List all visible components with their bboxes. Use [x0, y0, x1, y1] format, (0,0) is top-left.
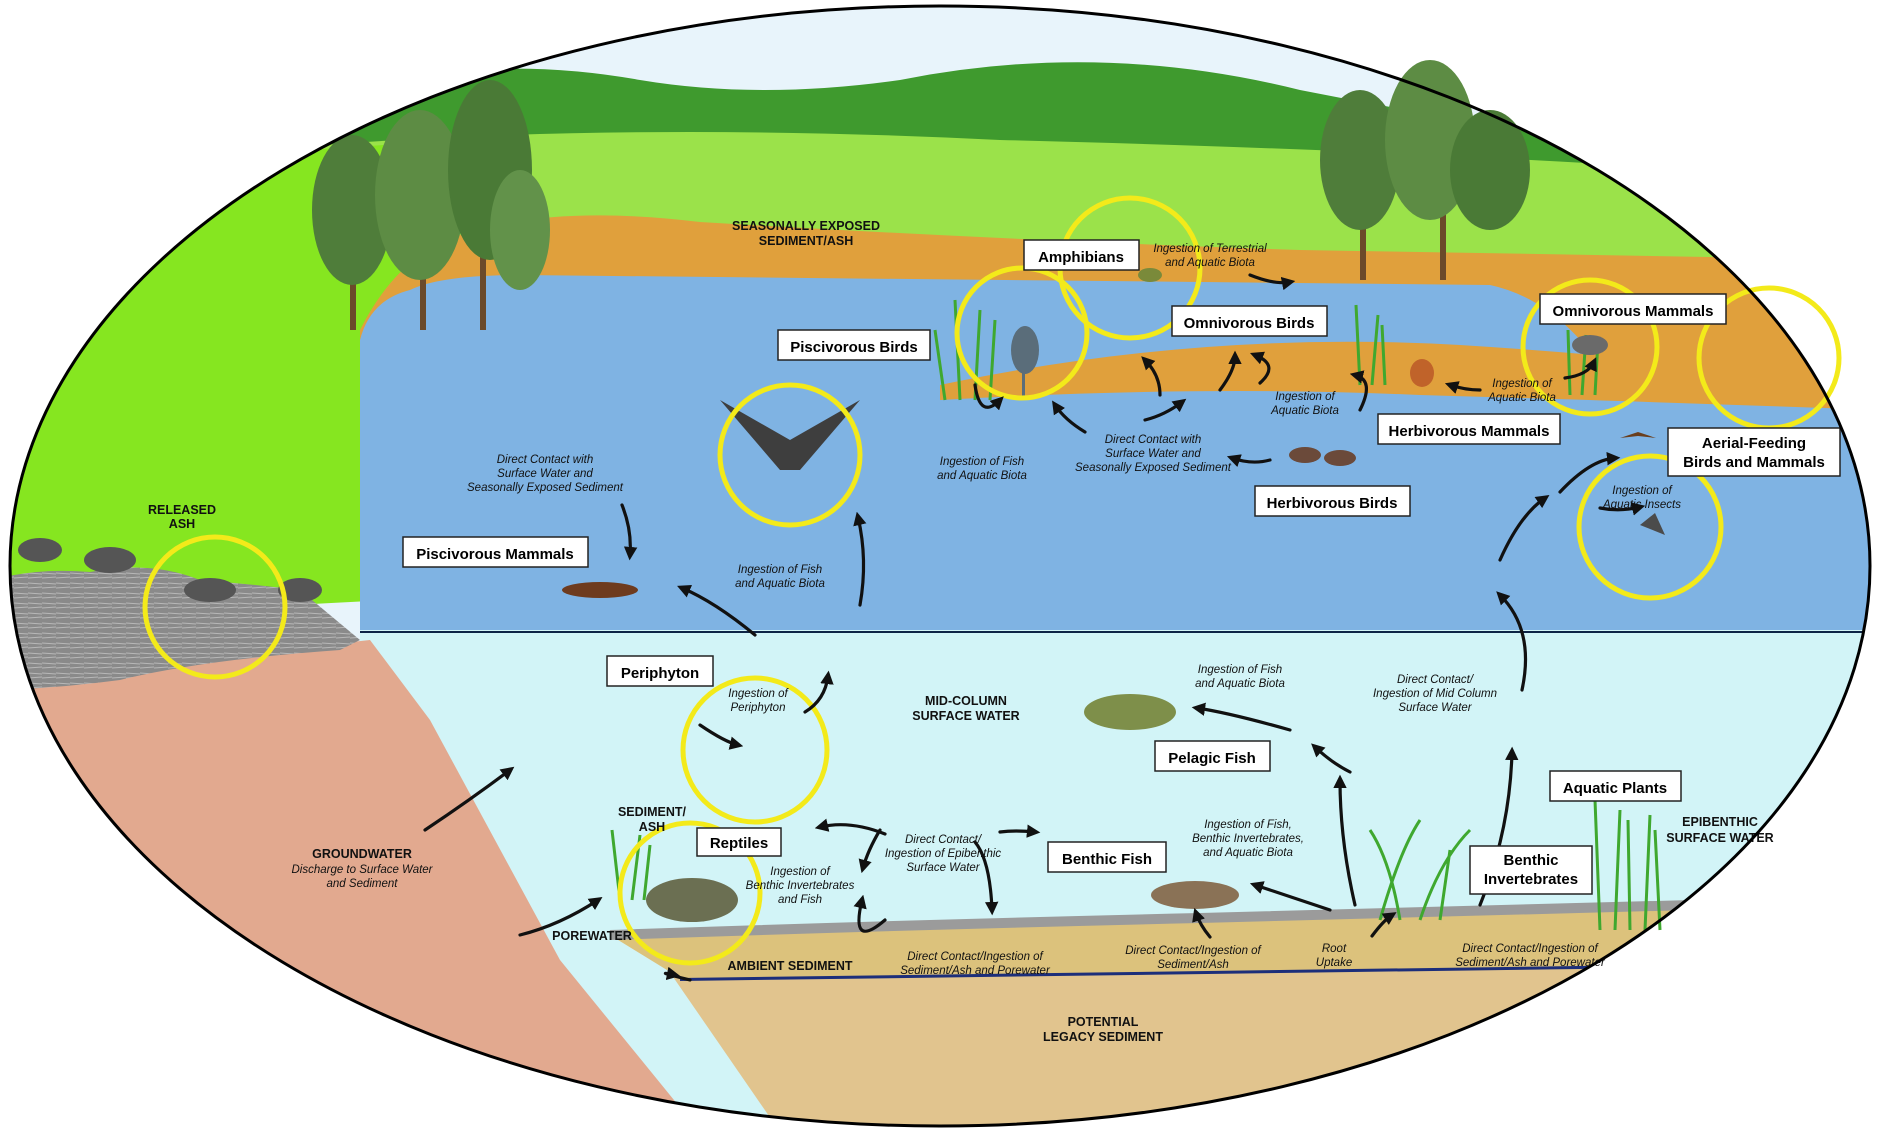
cap-sedpore-1: Direct Contact/Ingestion of	[907, 951, 1044, 963]
cap-aqb-mid-1: Ingestion of	[1275, 391, 1336, 403]
zone-epibenthic-1: EPIBENTHIC	[1682, 815, 1758, 829]
cap-pelagic-2: and Aquatic Biota	[1195, 678, 1285, 690]
zone-mid-column-1: MID-COLUMN	[925, 694, 1007, 708]
cap-dc-center-3: Seasonally Exposed Sediment	[1075, 462, 1232, 474]
label-omnivorous-mammals: Omnivorous Mammals	[1553, 303, 1714, 320]
zone-released-ash-1: RELEASED	[148, 503, 216, 517]
cap-root-1: Root	[1322, 943, 1347, 955]
zone-seasonally-exposed-2: SEDIMENT/ASH	[759, 234, 853, 248]
label-periphyton: Periphyton	[621, 665, 699, 682]
cap-reptile-1: Ingestion of	[770, 866, 831, 878]
label-aerial-feeding-2: Birds and Mammals	[1683, 454, 1825, 471]
cap-groundwater-2: and Sediment	[327, 878, 399, 890]
cap-heron-1: Ingestion of Fish	[940, 456, 1024, 468]
cap-heron-2: and Aquatic Biota	[937, 470, 1027, 482]
zone-groundwater: GROUNDWATER	[312, 847, 412, 861]
muskrat	[1410, 359, 1434, 387]
cap-reptile-2: Benthic Invertebrates	[746, 880, 855, 892]
duck-2	[1324, 450, 1356, 466]
cap-midcol-2: Ingestion of Mid Column	[1373, 688, 1497, 700]
label-aerial-feeding-1: Aerial-Feeding	[1702, 435, 1806, 452]
turtle	[646, 878, 738, 922]
cap-insects-1: Ingestion of	[1612, 485, 1673, 497]
label-pelagic-fish: Pelagic Fish	[1168, 750, 1256, 767]
cap-root-2: Uptake	[1316, 957, 1352, 969]
cap-osprey-1: Ingestion of Fish	[738, 564, 822, 576]
otter	[562, 582, 638, 598]
zone-sediment-ash-2: ASH	[639, 820, 665, 834]
label-benthic-invertebrates-2: Invertebrates	[1484, 871, 1578, 888]
cap-aqb-mid-2: Aquatic Biota	[1270, 405, 1339, 417]
label-piscivorous-mammals: Piscivorous Mammals	[416, 546, 574, 563]
cap-midcol-1: Direct Contact/	[1397, 674, 1475, 686]
cap-terrestrial-1: Ingestion of Terrestrial	[1153, 243, 1267, 255]
cap-sedash-2: Sediment/Ash	[1157, 959, 1229, 971]
cap-insects-2: Aquatic Insects	[1602, 499, 1681, 511]
cap-fishbenthic-1: Ingestion of Fish,	[1204, 819, 1292, 831]
cap-groundwater-1: Discharge to Surface Water	[291, 864, 433, 876]
cap-epibenthic-1: Direct Contact/	[905, 834, 983, 846]
cap-dc-center-2: Surface Water and	[1105, 448, 1201, 460]
label-benthic-invertebrates-1: Benthic	[1503, 852, 1558, 869]
label-aquatic-plants: Aquatic Plants	[1563, 780, 1667, 797]
label-benthic-fish: Benthic Fish	[1062, 851, 1152, 868]
cap-terrestrial-2: and Aquatic Biota	[1165, 257, 1255, 269]
cap-dc-center-1: Direct Contact with	[1105, 434, 1202, 446]
duck-1	[1289, 447, 1321, 463]
cap-sedpore-right-2: Sediment/Ash and Porewater	[1455, 957, 1606, 969]
cap-aqb-right-1: Ingestion of	[1492, 378, 1553, 390]
label-omnivorous-birds: Omnivorous Birds	[1184, 315, 1315, 332]
cap-pelagic-1: Ingestion of Fish	[1198, 664, 1282, 676]
frog	[1138, 268, 1162, 282]
label-herbivorous-mammals: Herbivorous Mammals	[1389, 423, 1550, 440]
zone-potential-legacy-2: LEGACY SEDIMENT	[1043, 1030, 1163, 1044]
cap-dc-left-3: Seasonally Exposed Sediment	[467, 482, 624, 494]
zone-mid-column-2: SURFACE WATER	[912, 709, 1019, 723]
label-reptiles: Reptiles	[710, 835, 768, 852]
zone-released-ash-2: ASH	[169, 517, 195, 531]
bass	[1084, 694, 1176, 730]
zone-sediment-ash-1: SEDIMENT/	[618, 805, 687, 819]
raccoon	[1572, 335, 1608, 355]
cap-epibenthic-2: Ingestion of Epibenthic	[885, 848, 1002, 860]
label-herbivorous-birds: Herbivorous Birds	[1267, 495, 1398, 512]
cap-dc-left-1: Direct Contact with	[497, 454, 594, 466]
cap-aqb-right-2: Aquatic Biota	[1487, 392, 1556, 404]
label-piscivorous-birds: Piscivorous Birds	[790, 339, 918, 356]
label-amphibians: Amphibians	[1038, 249, 1124, 266]
zone-seasonally-exposed-1: SEASONALLY EXPOSED	[732, 219, 880, 233]
cap-reptile-3: and Fish	[778, 894, 822, 906]
cap-midcol-3: Surface Water	[1398, 702, 1472, 714]
cap-osprey-2: and Aquatic Biota	[735, 578, 825, 590]
cap-sedpore-2: Sediment/Ash and Porewater	[900, 965, 1051, 977]
cap-periphyton-2: Periphyton	[731, 702, 786, 714]
zone-potential-legacy-1: POTENTIAL	[1068, 1015, 1139, 1029]
zone-porewater: POREWATER	[552, 929, 632, 943]
cap-dc-left-2: Surface Water and	[497, 468, 593, 480]
cap-fishbenthic-3: and Aquatic Biota	[1203, 847, 1293, 859]
cap-periphyton-1: Ingestion of	[728, 688, 789, 700]
cap-epibenthic-3: Surface Water	[906, 862, 980, 874]
zone-ambient-sediment: AMBIENT SEDIMENT	[728, 959, 853, 973]
cap-sedash-1: Direct Contact/Ingestion of	[1125, 945, 1262, 957]
catfish	[1151, 881, 1239, 909]
cap-fishbenthic-2: Benthic Invertebrates,	[1192, 833, 1304, 845]
cap-sedpore-right-1: Direct Contact/Ingestion of	[1462, 943, 1599, 955]
